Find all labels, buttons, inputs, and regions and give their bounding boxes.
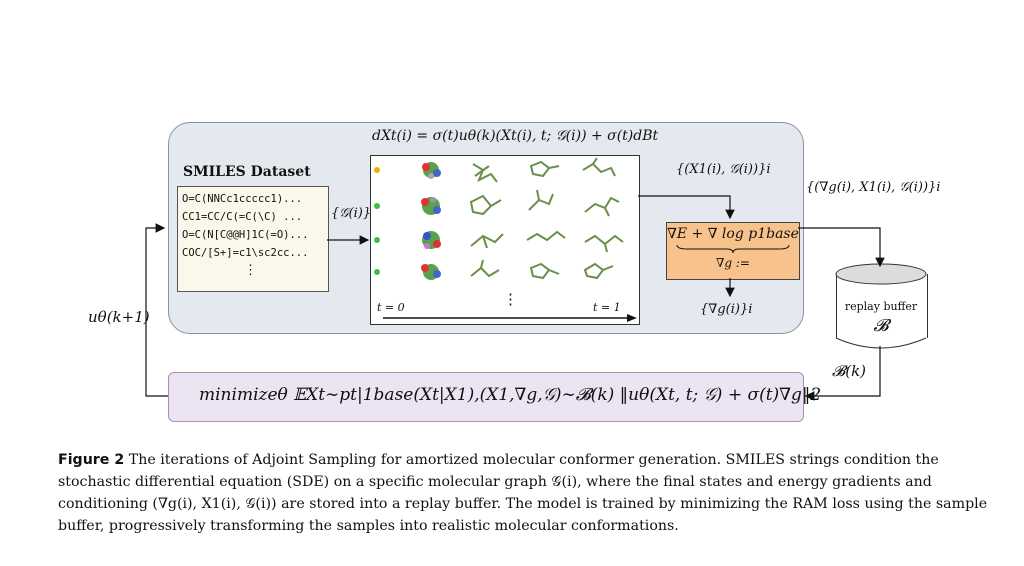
ram-loss-equation: minimizeθ 𝔼Xt∼pt|1base(Xt|X1),(X1,∇g,𝒢)∼… (199, 385, 822, 405)
smiles-line: O=C(N[C@@H]1C(=O)... (182, 229, 309, 241)
start-point (374, 269, 380, 275)
final-states-label: {(X1(i), 𝒢(i))}i (676, 162, 771, 177)
graph-set-label: {𝒢(i)}i (331, 206, 376, 221)
caption-label: Figure 2 (58, 452, 125, 468)
replay-buffer-label: replay buffer (844, 300, 918, 313)
replay-buffer-caps (835, 263, 927, 349)
molecule-blob (421, 264, 441, 280)
molecule-structure (472, 157, 616, 183)
smiles-line: CC1=CC/C(=C(\C) ... (182, 211, 303, 223)
energy-expression: ∇E + ∇ log p1base (667, 226, 799, 242)
smiles-dataset-box: O=C(NNCc1ccccc1)... CC1=CC/C(=C(\C) ... … (177, 186, 329, 292)
molecule-blob (422, 231, 441, 249)
molecule-trajectories (374, 157, 637, 322)
molecule-blob (422, 162, 441, 179)
start-point (374, 167, 380, 173)
minimize-box: minimizeθ 𝔼Xt∼pt|1base(Xt|X1),(X1,∇g,𝒢)∼… (168, 372, 821, 422)
energy-gradient-box: ∇E + ∇ log p1base ∇g := (666, 222, 800, 280)
loss-to-model-arrow (145, 223, 168, 397)
start-point (374, 237, 380, 243)
time-end-label: t = 1 (593, 301, 621, 314)
gradient-set-label: {∇g(i)}i (700, 302, 753, 317)
smiles-dataset-title: SMILES Dataset (183, 164, 311, 180)
figure-caption: Figure 2 The iterations of Adjoint Sampl… (58, 449, 988, 537)
molecule-structure (470, 230, 624, 253)
replay-buffer-symbol: 𝓑 (873, 316, 889, 336)
underbrace (676, 244, 790, 254)
caption-text: The iterations of Adjoint Sampling for a… (58, 452, 988, 534)
smiles-line: COC/[S+]=c1\sc2cc... (182, 247, 309, 259)
buffer-tuple-label: {(∇g(i), X1(i), 𝒢(i))}i (806, 180, 941, 195)
smiles-ellipsis: ⋮ (244, 263, 257, 278)
buffer-k-label: 𝓑(k) (832, 362, 867, 380)
trajectory-box: t = 0 t = 1 ⋮ (370, 155, 640, 325)
trajectory-ellipsis: ⋮ (503, 290, 518, 308)
molecule-structure (470, 259, 614, 280)
start-point (374, 203, 380, 209)
to-buffer-arrow (798, 227, 885, 268)
molecule-blob (421, 197, 441, 215)
time-axis-arrowhead (627, 314, 637, 322)
smiles-line: O=C(NNCc1ccccc1)... (182, 193, 303, 205)
gradient-definition: ∇g := (716, 256, 750, 270)
molecule-structure (469, 189, 620, 217)
replay-buffer-cylinder (836, 274, 928, 338)
sde-equation: dXt(i) = σ(t)uθ(k)(Xt(i), t; 𝒢(i)) + σ(t… (372, 128, 659, 144)
time-start-label: t = 0 (377, 301, 405, 314)
states-to-energy-arrow (638, 195, 735, 220)
next-model-label: uθ(k+1) (88, 308, 150, 326)
buffer-to-loss-arrow (804, 346, 881, 401)
